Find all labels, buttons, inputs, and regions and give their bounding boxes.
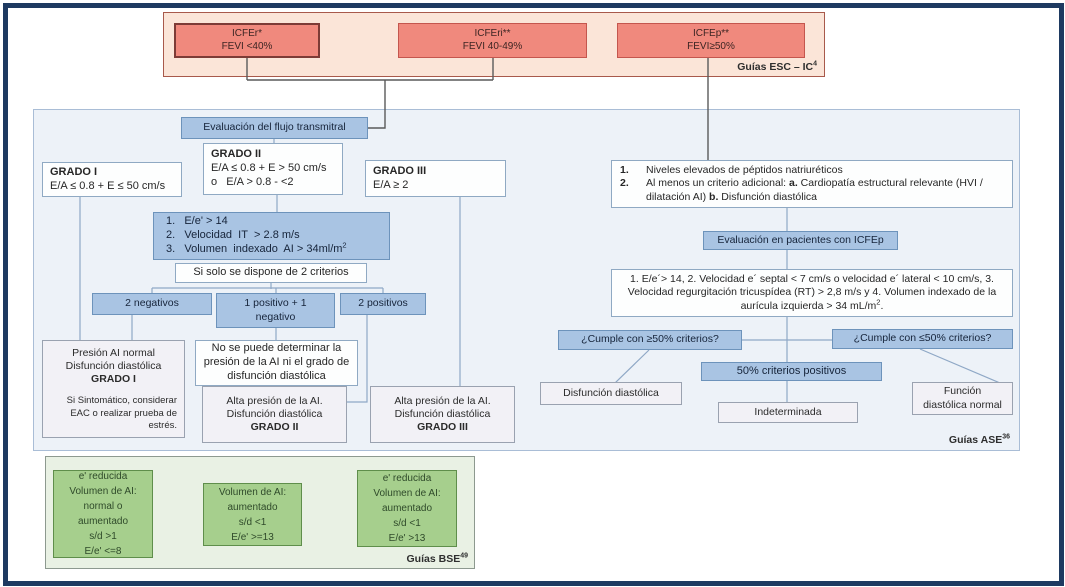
box-50-criterios-positivos: 50% criterios positivos — [701, 362, 882, 381]
icfer-fevi: FEVI <40% — [221, 40, 273, 52]
box-si-solo-2-criterios: Si solo se dispone de 2 criterios — [175, 263, 367, 283]
icferi-fevi: FEVI 40-49% — [462, 40, 523, 52]
box-icferi: ICFEri** FEVI 40-49% — [398, 23, 587, 58]
icfep-fevi: FEVI≥50% — [687, 40, 735, 52]
presion-ai-note: Si Sintomático, considerar EAC o realiza… — [66, 395, 177, 432]
bse-source-label: Guías BSE49 — [406, 552, 468, 566]
presion-ai-lines: Presión AI normal Disfunción diastólica — [65, 347, 162, 373]
grado-ii-criteria-1: E/A ≤ 0.8 + E > 50 cm/s — [211, 162, 327, 175]
box-alta-presion-grado-iii: Alta presión de la AI. Disfunción diastó… — [370, 386, 515, 443]
criterios-icfep-item-1: 1. Niveles elevados de péptidos natriuré… — [620, 164, 843, 177]
box-cumple-menor-50: ¿Cumple con ≤50% criterios? — [832, 329, 1013, 349]
box-eval-pacientes-icfep: Evaluación en pacientes con ICFEp — [703, 231, 898, 250]
presion-ai-grade: GRADO I — [91, 373, 136, 386]
box-2-negativos: 2 negativos — [92, 293, 212, 315]
box-grado-iii: GRADO III E/A ≥ 2 — [365, 160, 506, 197]
grado-iii-criteria: E/A ≥ 2 — [373, 178, 409, 191]
box-disfuncion-diastolica: Disfunción diastólica — [540, 382, 682, 405]
grado-iii-title: GRADO III — [373, 164, 427, 177]
esc-source-label: Guías ESC – IC4 — [737, 60, 817, 74]
box-alta-presion-grado-ii: Alta presión de la AI. Disfunción diastó… — [202, 386, 347, 443]
box-bse-reducida-normal: e' reducida Volumen de AI: normal o aume… — [53, 470, 153, 558]
box-criterios-adicionales: 1. E/e' > 14 2. Velocidad IT > 2.8 m/s 3… — [153, 212, 390, 260]
ase-source-label: Guías ASE36 — [948, 433, 1010, 447]
criterios-icfep-item-2: 2. Al menos un criterio adicional: a. Ca… — [620, 177, 983, 203]
box-cumple-mayor-50: ¿Cumple con ≥50% criterios? — [558, 330, 742, 350]
criterio-3: 3. Volumen indexado AI > 34ml/m2 — [166, 240, 347, 255]
grado-ii-title: GRADO II — [211, 148, 262, 161]
box-criterios-icfep: 1. Niveles elevados de péptidos natriuré… — [611, 160, 1013, 208]
box-1-positivo-1-negativo: 1 positivo + 1 negativo — [216, 293, 335, 328]
figure-border — [3, 3, 1064, 586]
box-icfer: ICFEr* FEVI <40% — [174, 23, 320, 58]
grado-i-criteria: E/A ≤ 0.8 + E ≤ 50 cm/s — [50, 179, 166, 192]
grado-ii-criteria-2: o E/A > 0.8 - <2 — [211, 175, 294, 188]
icfer-title: ICFEr* — [232, 28, 262, 39]
box-funcion-diastolica-normal: Función diastólica normal — [912, 382, 1013, 415]
box-2-positivos: 2 positivos — [340, 293, 426, 315]
box-criterios-eco-icfep: 1. E/e´> 14, 2. Velocidad e´ septal < 7 … — [611, 269, 1013, 317]
criterio-1: 1. E/e' > 14 — [166, 215, 228, 228]
box-indeterminada: Indeterminada — [718, 402, 858, 423]
box-bse-aumentado: Volumen de AI: aumentado s/d <1 E/e' >=1… — [203, 483, 302, 546]
icfep-title: ICFEp** — [692, 28, 730, 39]
criterio-2: 2. Velocidad IT > 2.8 m/s — [166, 229, 300, 242]
icferi-title: ICFEri** — [474, 28, 511, 39]
grado-i-title: GRADO I — [50, 165, 98, 178]
box-bse-reducida-aumentado: e' reducida Volumen de AI: aumentado s/d… — [357, 470, 457, 547]
box-icfep: ICFEp** FEVI≥50% — [617, 23, 805, 58]
box-no-determinar: No se puede determinar la presión de la … — [195, 340, 358, 386]
box-presion-ai-normal: Presión AI normal Disfunción diastólica … — [42, 340, 185, 438]
box-eval-transmitral: Evaluación del flujo transmitral — [181, 117, 368, 139]
box-grado-ii: GRADO II E/A ≤ 0.8 + E > 50 cm/s o E/A >… — [203, 143, 343, 195]
box-grado-i: GRADO I E/A ≤ 0.8 + E ≤ 50 cm/s — [42, 162, 182, 197]
